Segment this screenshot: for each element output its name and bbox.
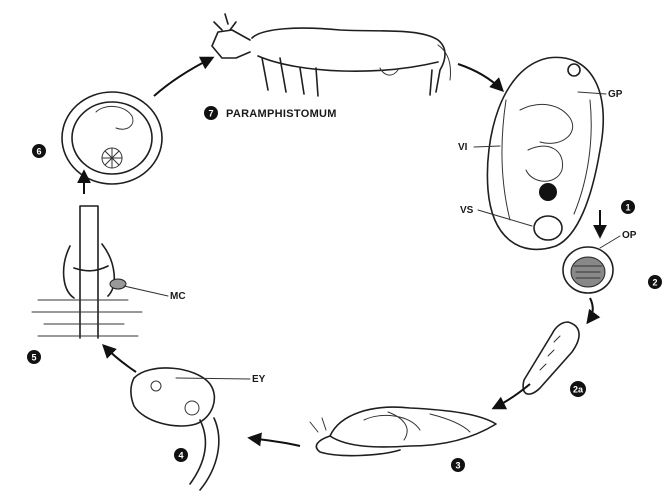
- stage-6-marker: 6: [32, 144, 46, 158]
- label-op: OP: [622, 230, 637, 241]
- egg-illustration: [563, 247, 613, 293]
- cow-host-illustration: [212, 14, 451, 96]
- stage-7-number: 7: [208, 109, 213, 119]
- cercaria-illustration: [131, 368, 219, 490]
- stage-3-number: 3: [455, 461, 460, 471]
- stage-6-number: 6: [36, 147, 41, 157]
- grass-metacercaria-illustration: [32, 206, 142, 338]
- label-vi: VI: [458, 142, 468, 153]
- stage-2a-number: 2a: [573, 385, 584, 395]
- label-ey: EY: [252, 374, 266, 385]
- label-gp: GP: [608, 89, 623, 100]
- snail-host-illustration: [310, 407, 496, 455]
- metacercaria-cyst-illustration: [62, 92, 162, 184]
- stage-4-marker: 4: [174, 448, 188, 462]
- arrow-cow-to-fluke: [458, 64, 502, 90]
- stage-2-number: 2: [652, 278, 657, 288]
- arrow-cercaria-to-grass: [104, 346, 136, 372]
- stage-5-number: 5: [31, 353, 36, 363]
- label-vs: VS: [460, 205, 474, 216]
- adult-fluke-illustration: [487, 57, 603, 249]
- miracidium-illustration: [523, 322, 579, 394]
- stage-4-number: 4: [178, 451, 183, 461]
- diagram-title: PARAMPHISTOMUM: [226, 108, 337, 120]
- arrow-egg-to-miracidium: [588, 298, 593, 322]
- stage-1-marker: 1: [621, 200, 635, 214]
- stage-5-marker: 5: [27, 350, 41, 364]
- stage-3-marker: 3: [451, 458, 465, 472]
- stage-1-number: 1: [625, 203, 630, 213]
- stage-7-marker: 7: [204, 106, 218, 120]
- stage-2-marker: 2: [648, 275, 662, 289]
- stage-2a-marker: 2a: [570, 381, 586, 397]
- arrow-miracidium-to-snail: [494, 384, 530, 408]
- arrow-snail-to-cercaria: [250, 438, 300, 446]
- label-mc: MC: [170, 291, 186, 302]
- arrow-cyst-to-cow: [154, 58, 212, 96]
